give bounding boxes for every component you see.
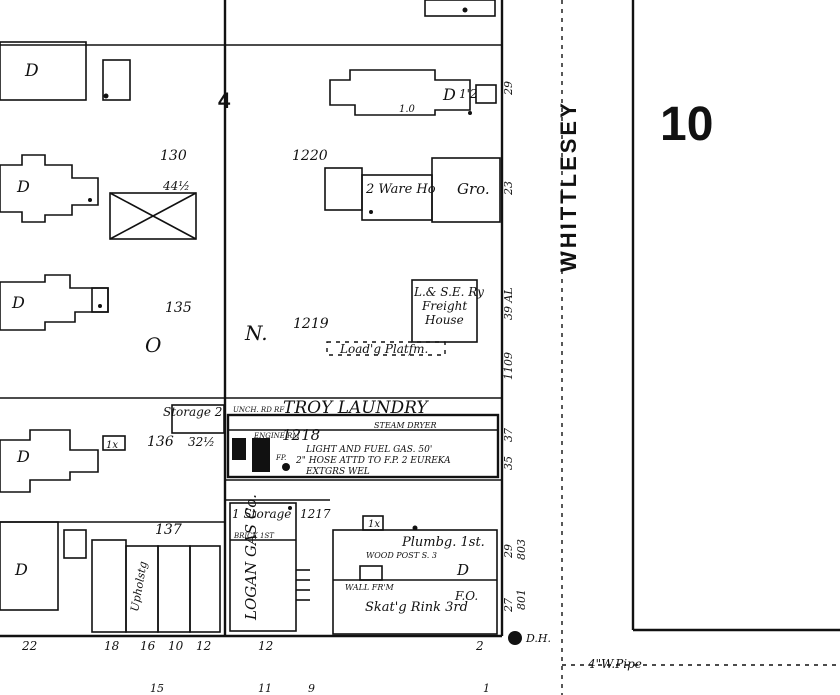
crossed-shed <box>109 192 197 240</box>
unch-roof: UNCH. RD RF <box>233 406 285 414</box>
storage-bottom-label: 1 Storage <box>232 507 291 521</box>
d-label-1: D <box>24 61 39 81</box>
logan-gas-label: LOGAN GAS Co. <box>242 494 260 621</box>
storage-left-label: Storage 2 <box>163 405 222 419</box>
address-1218: 1218 <box>282 426 320 444</box>
plumbg-label: Plumbg. 1st. <box>401 535 485 550</box>
address-1219: 1219 <box>293 316 329 332</box>
street-1220: 1220 <box>292 148 328 164</box>
building-d-upper <box>329 69 497 116</box>
troy-laundry-building <box>226 413 500 479</box>
num-1-0: 1.0 <box>399 104 416 115</box>
water-pipe-label: 4"W.Pipe <box>587 657 642 671</box>
d-label-2: D <box>442 85 456 104</box>
bottom-left-stores <box>0 521 221 633</box>
ware-ho-label: 2 Ware Ho <box>365 182 436 197</box>
sheet-block-number: 4 <box>218 88 231 113</box>
bottom-num-18: 18 <box>104 639 120 653</box>
num-1x-a: 1x <box>106 440 118 451</box>
margin-num-29: 29 <box>502 81 515 96</box>
margin-num-35: 35 <box>502 456 515 470</box>
warehouse-grocery <box>324 157 501 223</box>
freight-line-3: House <box>424 313 464 327</box>
fo-label: F.O. <box>454 589 478 603</box>
margin-num-29b: 29 <box>502 544 515 559</box>
lot-135: 135 <box>165 300 192 316</box>
gro-label: Gro. <box>457 180 490 198</box>
steam-dryer: STEAM DRYER <box>374 421 437 430</box>
block-outline <box>0 0 504 638</box>
margin-num-39: 39 AL <box>502 287 515 320</box>
dwelling-row-4 <box>0 429 126 493</box>
bottom-text-11: 11 <box>258 682 272 695</box>
fraction-44: 44½ <box>162 179 190 193</box>
d-label-7: D <box>14 560 28 579</box>
storage-num: 32½ <box>188 435 215 449</box>
freight-line-2: Freight <box>421 299 467 313</box>
bottom-num-2: 2 <box>475 639 484 653</box>
loading-platform-label: Load'g Platfm. <box>339 342 428 356</box>
d-label-6: D <box>456 561 469 579</box>
lot-136: 136 <box>147 434 174 450</box>
dwelling-upper-left <box>0 41 131 101</box>
num-half: 1'2 <box>459 87 478 101</box>
bottom-num-12b: 12 <box>258 639 273 653</box>
upholstery-label: Upholstg <box>128 560 150 612</box>
dwelling-row-3 <box>0 274 109 331</box>
margin-num-37: 37 <box>502 428 515 442</box>
plumbing-skating-rink <box>332 515 498 635</box>
dh-label: D.H. <box>525 632 551 645</box>
d-label-4: D <box>11 293 25 312</box>
letter-n: N. <box>244 321 268 345</box>
num-1x-b: 1x <box>368 519 380 530</box>
bottom-text-9: 9 <box>308 682 315 695</box>
storage-left <box>171 404 225 434</box>
bottom-num-10: 10 <box>168 639 184 653</box>
d-label-3: D <box>16 177 30 196</box>
bottom-num-22: 22 <box>21 639 37 653</box>
street-name: WHITTLESEY <box>556 100 581 272</box>
d-label-5: D <box>16 447 30 466</box>
laundry-line-1: LIGHT AND FUEL GAS. 50' <box>305 445 432 455</box>
troy-laundry-title: TROY LAUNDRY <box>283 398 429 418</box>
bottom-num-12a: 12 <box>196 639 211 653</box>
bottom-num-16: 16 <box>140 639 156 653</box>
building-top <box>424 0 496 17</box>
fp-label: FP. <box>275 454 286 462</box>
lot-137: 137 <box>155 522 182 538</box>
margin-num-23: 23 <box>502 181 515 196</box>
wood-post: WOOD POST S. 3 <box>366 551 437 560</box>
margin-num-803: 803 <box>515 539 528 560</box>
freight-line-1: L.& S.E. Ry <box>413 285 484 299</box>
dh-marker-icon <box>508 631 522 645</box>
margin-num-1109: 1109 <box>502 352 515 380</box>
margin-num-27: 27 <box>502 598 515 613</box>
margin-num-801: 801 <box>515 589 528 610</box>
wall-frame: WALL FR'M <box>345 583 395 592</box>
dwelling-row-2 <box>0 154 99 223</box>
bottom-text-15: 15 <box>150 682 164 695</box>
block-number: 10 <box>660 98 713 151</box>
logan-gas-building <box>229 502 310 632</box>
lot-130: 130 <box>160 148 187 164</box>
address-1217: 1217 <box>300 507 331 521</box>
laundry-line-3: EXTGRS WEL <box>305 467 370 477</box>
laundry-line-2: 2" HOSE ATTD TO F.P. 2 EUREKA <box>295 456 451 466</box>
engine-rm: ENGINE RM <box>253 432 300 440</box>
skatg-rink-label: Skat'g Rink 3rd <box>365 600 468 615</box>
loading-platform-outline <box>326 341 446 356</box>
letter-o: O <box>145 333 161 357</box>
bottom-text-1: 1 <box>483 682 490 695</box>
brick-1st: BRICK 1ST <box>233 532 275 540</box>
